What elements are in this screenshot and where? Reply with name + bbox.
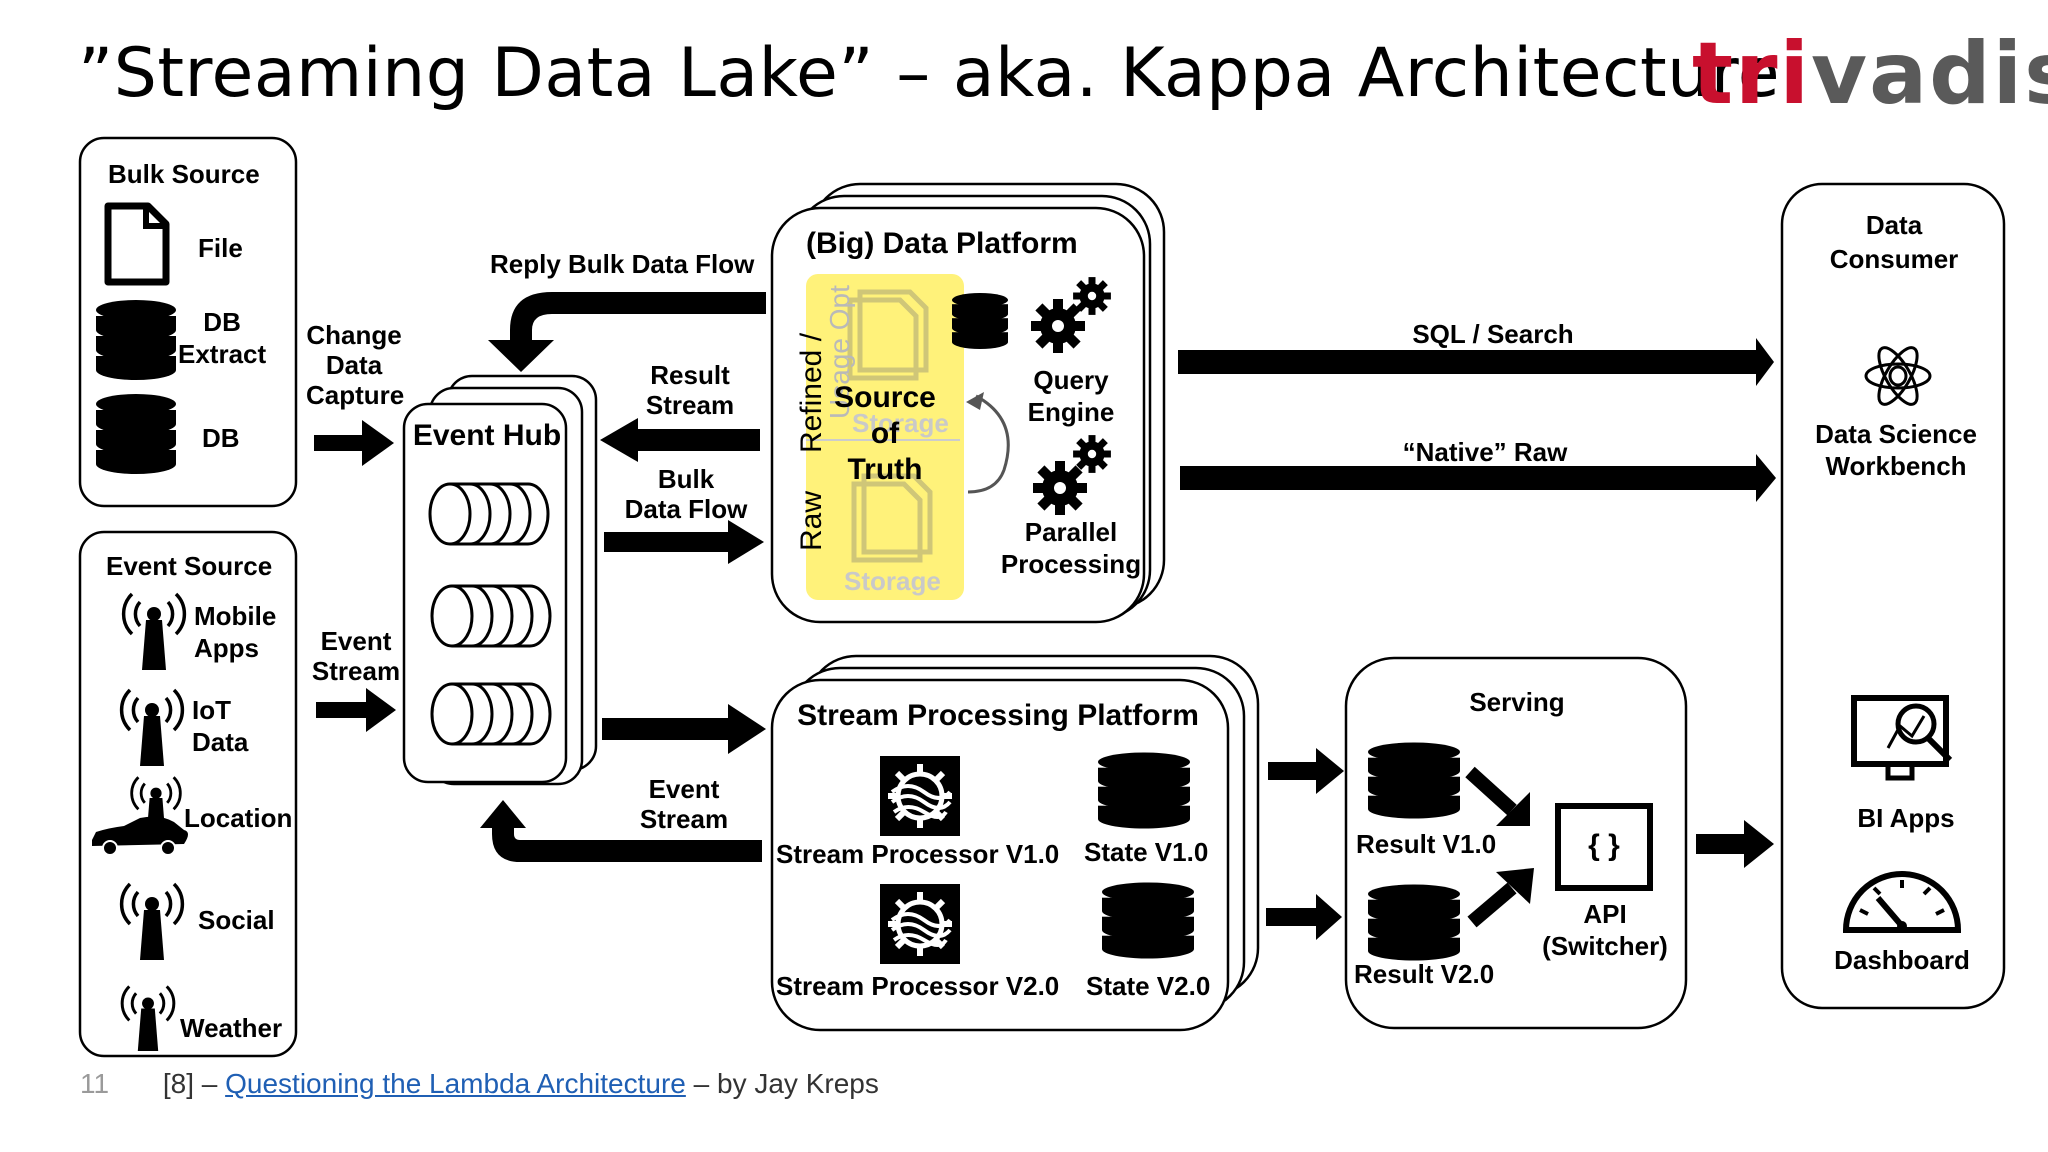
- data-science-workbench-label: Data Science Workbench: [1815, 419, 1977, 481]
- result-stream-label: Result Stream: [645, 360, 735, 420]
- database-icon: [96, 394, 176, 474]
- gear-icon: [1073, 435, 1111, 473]
- storage-icon: [847, 289, 933, 563]
- event-source-item-location: Location: [184, 803, 293, 833]
- api-switcher-label: API (Switcher): [1542, 899, 1668, 961]
- change-data-capture-label: Change Data Capture: [306, 320, 405, 410]
- event-source-box: [78, 530, 298, 1058]
- database-icon: [1102, 882, 1194, 959]
- logo-text-gray: vadis: [1811, 24, 2048, 124]
- footer: 11 [8] – Questioning the Lambda Architec…: [80, 1068, 879, 1100]
- gauge-icon: [1842, 871, 1962, 933]
- state-v1-label: State V1.0: [1084, 837, 1209, 867]
- storage-top-label: Storage: [852, 408, 949, 438]
- bi-apps-label: BI Apps: [1857, 803, 1955, 833]
- database-icon: [1098, 752, 1190, 829]
- file-icon: [104, 202, 170, 286]
- footer-reference-suffix: – by Jay Kreps: [693, 1068, 879, 1099]
- source-of-truth-label: Source of Truth: [834, 381, 936, 486]
- bulk-source-item-file: File: [198, 233, 243, 263]
- sql-search-label: SQL / Search: [1412, 319, 1574, 349]
- database-icon: [1368, 884, 1460, 961]
- database-icon: [1368, 742, 1460, 819]
- bulk-source-item-db: DB: [202, 423, 240, 453]
- stream-processor-v1-label: Stream Processor V1.0: [776, 839, 1060, 869]
- event-source-item-iot: IoT Data: [192, 695, 249, 757]
- stream-processor-icon: [880, 756, 960, 836]
- event-stream-back-label: Event Stream: [639, 774, 729, 834]
- flow-arrows: [314, 292, 1776, 940]
- bi-analytics-icon: [1851, 695, 1953, 781]
- gear-icon: [1073, 277, 1111, 315]
- state-v2-label: State V2.0: [1086, 971, 1211, 1001]
- stream-processor-v2-label: Stream Processor V2.0: [776, 971, 1060, 1001]
- source-of-truth-highlight: [806, 274, 964, 600]
- serving-title: Serving: [1469, 687, 1565, 717]
- event-hub-title: Event Hub: [412, 419, 562, 452]
- api-symbol: { }: [1588, 829, 1620, 862]
- storage-bottom-label: Storage: [844, 566, 941, 596]
- atom-icon: [1864, 346, 1932, 406]
- reply-bulk-data-flow-label: Reply Bulk Data Flow: [490, 249, 755, 279]
- raw-label: Raw: [795, 490, 828, 551]
- event-source-title: Event Source: [106, 551, 273, 581]
- trivadis-logo: trivadis: [1692, 24, 2048, 124]
- car-icon: [92, 816, 188, 856]
- gear-icon: [1033, 461, 1087, 515]
- data-consumer-box: [1780, 182, 2006, 1010]
- footer-reference-link[interactable]: Questioning the Lambda Architecture: [225, 1068, 686, 1099]
- refresh-arrow-icon: [967, 394, 1010, 494]
- page-title: ”Streaming Data Lake” – aka. Kappa Archi…: [78, 34, 1781, 113]
- stream-processor-icon: [880, 884, 960, 964]
- event-stream-in-label: Event Stream: [311, 626, 401, 686]
- bulk-source-item-db-extract: DB Extract: [178, 307, 267, 369]
- footer-reference-prefix: [8] –: [162, 1068, 218, 1099]
- big-data-platform-title: (Big) Data Platform: [806, 227, 1078, 260]
- event-source-item-weather: Weather: [180, 1013, 283, 1043]
- dashboard-label: Dashboard: [1834, 945, 1970, 975]
- event-source-item-mobile: Mobile Apps: [194, 601, 277, 663]
- native-raw-label: “Native” Raw: [1402, 437, 1568, 467]
- stream-processing-platform-title: Stream Processing Platform: [797, 699, 1199, 732]
- result-v2-label: Result V2.0: [1354, 959, 1495, 989]
- logo-text-red: tri: [1692, 24, 1812, 124]
- result-v1-label: Result V1.0: [1356, 829, 1497, 859]
- event-source-item-social: Social: [198, 905, 275, 935]
- database-icon: [952, 293, 1008, 349]
- query-engine-label: Query Engine: [1027, 365, 1115, 427]
- bulk-source-title: Bulk Source: [108, 159, 260, 189]
- page-number: 11: [80, 1068, 110, 1099]
- parallel-processing-label: Parallel Processing: [1000, 517, 1142, 579]
- data-consumer-title: Data Consumer: [1829, 210, 1959, 274]
- bulk-data-flow-label: Bulk Data Flow: [624, 464, 748, 524]
- database-icon: [96, 300, 176, 380]
- api-icon: [1555, 803, 1653, 891]
